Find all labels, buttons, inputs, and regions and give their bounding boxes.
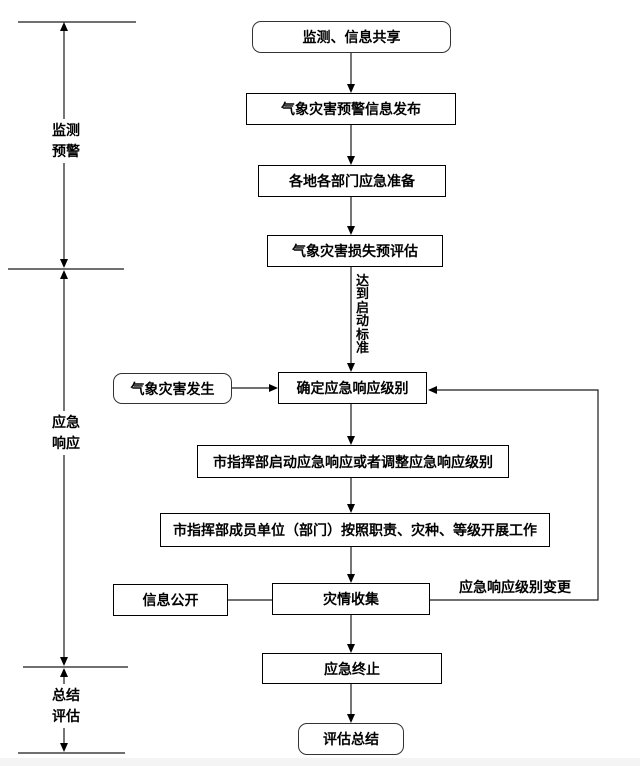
node-hq-start-adjust: 市指挥部启动应急响应或者调整应急响应级别	[197, 445, 509, 478]
axis-label-summary-evaluation-line2: 评估	[52, 708, 80, 724]
arrowhead-feedback-to-determine	[428, 386, 437, 394]
arrowhead-end-to-summary	[347, 714, 355, 723]
axis-label-emergency-response: 应急 响应	[40, 411, 92, 455]
node-loss-preassess: 气象灾害损失预评估	[267, 235, 443, 267]
arrowhead-axis3-up	[60, 668, 68, 677]
arrowhead-axis1-up	[60, 22, 68, 31]
connector-feedback-loop	[430, 389, 599, 601]
axis-label-monitoring-warning-line1: 监测	[52, 122, 80, 138]
axis-label-summary-evaluation-line1: 总结	[52, 687, 80, 703]
node-members-work: 市指挥部成员单位（部门）按照职责、灾种、等级开展工作	[160, 513, 550, 547]
label-response-level-change: 应急响应级别变更	[459, 579, 571, 595]
axis-label-emergency-response-line2: 响应	[52, 435, 80, 451]
arrowhead-axis2-up	[60, 270, 68, 279]
node-disaster-collect: 灾情收集	[272, 583, 430, 615]
node-emergency-end: 应急终止	[262, 653, 442, 684]
arrowhead-preassess-to-determine	[347, 363, 355, 372]
arrowhead-axis3-down	[60, 743, 68, 752]
arrowhead-occur-to-determine	[269, 384, 278, 392]
arrowhead-determine-to-hqstart	[347, 436, 355, 445]
arrowhead-monitor-to-warning	[347, 84, 355, 93]
node-warning-release: 气象灾害预警信息发布	[246, 93, 456, 125]
axis-label-monitoring-warning: 监测 预警	[40, 119, 92, 163]
node-info-public: 信息公开	[113, 584, 228, 616]
axis-label-monitoring-warning-line2: 预警	[52, 143, 80, 159]
arrowhead-prepare-to-preassess	[347, 226, 355, 235]
arrowhead-hqstart-to-members	[347, 504, 355, 513]
arrowhead-members-to-collect	[347, 574, 355, 583]
arrowhead-axis2-down	[60, 657, 68, 666]
label-reach-activation-criteria: 达到启动标准	[355, 273, 369, 356]
arrowhead-axis1-down	[60, 259, 68, 268]
node-disaster-occur: 气象灾害发生	[113, 373, 232, 404]
page-bottom-edge	[0, 758, 640, 766]
node-dept-prepare: 各地各部门应急准备	[258, 165, 446, 197]
arrowhead-collect-to-end	[347, 644, 355, 653]
axis-label-emergency-response-line1: 应急	[52, 414, 80, 430]
node-monitor-share: 监测、信息共享	[252, 21, 451, 53]
node-evaluate-summary: 评估总结	[298, 723, 404, 755]
axis-label-summary-evaluation: 总结 评估	[40, 684, 92, 728]
arrowhead-warning-to-prepare	[347, 156, 355, 165]
node-determine-level: 确定应急响应级别	[278, 372, 427, 404]
